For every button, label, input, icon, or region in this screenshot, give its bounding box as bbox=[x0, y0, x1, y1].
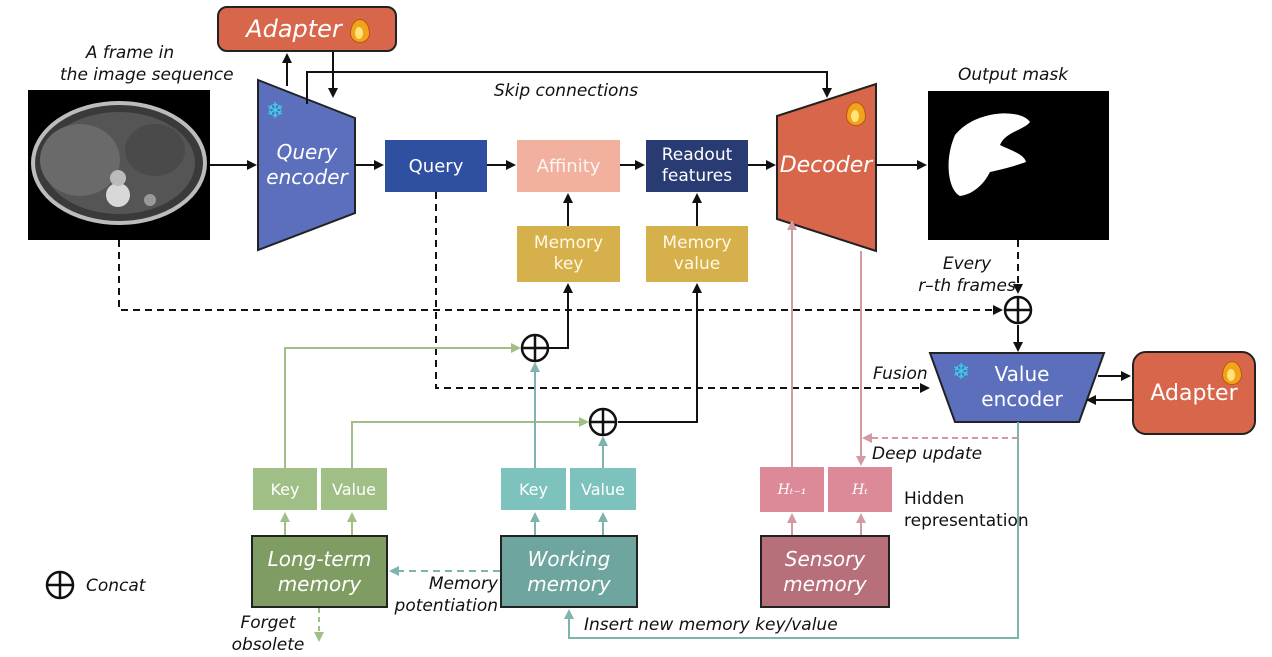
ltm-value-box: Value bbox=[321, 468, 387, 510]
decoder-shape bbox=[776, 82, 877, 253]
output-caption: Output mask bbox=[958, 65, 1069, 85]
skip-connections-label: Skip connections bbox=[494, 81, 639, 101]
query-encoder-line1: Query bbox=[276, 140, 338, 164]
adapter-right: Adapter bbox=[1132, 351, 1256, 435]
hidden-repr-line2: representation bbox=[904, 511, 1029, 531]
concat-legend-label: Concat bbox=[86, 576, 146, 596]
forget-obsolete-label: Forget obsolete bbox=[226, 612, 310, 656]
every-r-line1: Every bbox=[942, 254, 992, 274]
readout-line1: Readout bbox=[661, 145, 733, 165]
memory-value-line2: value bbox=[673, 254, 721, 274]
memory-value-box: Memory value bbox=[646, 226, 748, 282]
sm-line1: Sensory bbox=[784, 546, 866, 571]
readout-line2: features bbox=[661, 166, 733, 186]
long-term-memory-box: Long-term memory bbox=[251, 535, 388, 608]
value-encoder-line1: Value bbox=[994, 362, 1050, 386]
input-caption-line2: the image sequence bbox=[60, 65, 234, 85]
flame-icon bbox=[846, 100, 866, 126]
snowflake-icon: ❄ bbox=[952, 360, 971, 385]
ltm-line1: Long-term bbox=[267, 546, 372, 571]
adapter-right-label: Adapter bbox=[1150, 380, 1238, 406]
adapter-top: Adapter bbox=[217, 6, 397, 52]
insert-new-memory-label: Insert new memory key/value bbox=[584, 615, 838, 635]
every-r-frames-label: Every r–th frames bbox=[918, 253, 1016, 297]
forget-line1: Forget bbox=[240, 613, 296, 633]
sensory-memory-box: Sensory memory bbox=[760, 535, 890, 608]
hidden-current-box: Hₜ bbox=[828, 467, 892, 512]
concat-icon-1 bbox=[520, 333, 550, 363]
ltm-line2: memory bbox=[277, 571, 362, 596]
affinity-box: Affinity bbox=[517, 140, 620, 192]
query-encoder-shape bbox=[257, 78, 356, 252]
deep-update-label: Deep update bbox=[872, 444, 983, 464]
fusion-label: Fusion bbox=[873, 364, 928, 384]
flame-icon bbox=[1222, 359, 1242, 385]
sm-line2: memory bbox=[783, 571, 867, 596]
value-encoder-shape bbox=[928, 352, 1106, 423]
potentiation-line1: Memory bbox=[428, 574, 498, 594]
wm-key-box: Key bbox=[501, 468, 566, 510]
wm-line2: memory bbox=[527, 571, 611, 596]
wm-line1: Working bbox=[527, 546, 611, 571]
hidden-repr-line1: Hidden bbox=[904, 489, 965, 509]
output-mask-image bbox=[928, 91, 1109, 240]
hidden-representation-label: Hidden representation bbox=[904, 488, 1029, 532]
query-box: Query bbox=[385, 140, 487, 192]
value-encoder-label: Value encoder bbox=[972, 362, 1072, 412]
memory-key-line1: Memory bbox=[533, 233, 604, 253]
memory-value-line1: Memory bbox=[662, 233, 732, 253]
concat-icon-3 bbox=[1003, 295, 1033, 325]
query-encoder-line2: encoder bbox=[266, 165, 348, 189]
ltm-key-box: Key bbox=[253, 468, 317, 510]
working-memory-box: Working memory bbox=[500, 535, 638, 608]
ct-scan-image bbox=[28, 90, 210, 240]
hidden-prev-box: Hₜ₋₁ bbox=[760, 467, 824, 512]
flame-icon bbox=[349, 17, 370, 43]
input-caption-line1: A frame in bbox=[85, 43, 175, 63]
forget-line2: obsolete bbox=[231, 635, 305, 655]
wm-value-box: Value bbox=[570, 468, 636, 510]
memory-key-box: Memory key bbox=[517, 226, 620, 282]
potentiation-line2: potentiation bbox=[394, 596, 498, 616]
memory-key-line2: key bbox=[553, 254, 584, 274]
value-encoder-line2: encoder bbox=[981, 387, 1063, 411]
decoder-label: Decoder bbox=[779, 153, 873, 178]
input-caption: A frame in the image sequence bbox=[60, 42, 234, 86]
concat-icon-2 bbox=[588, 407, 618, 437]
snowflake-icon: ❄ bbox=[266, 99, 285, 124]
every-r-line2: r–th frames bbox=[918, 276, 1016, 296]
adapter-top-label: Adapter bbox=[246, 15, 342, 43]
memory-potentiation-label: Memory potentiation bbox=[390, 573, 498, 617]
readout-features-box: Readout features bbox=[646, 140, 748, 192]
concat-legend-icon bbox=[45, 570, 75, 600]
query-encoder-label: Query encoder bbox=[262, 140, 352, 190]
